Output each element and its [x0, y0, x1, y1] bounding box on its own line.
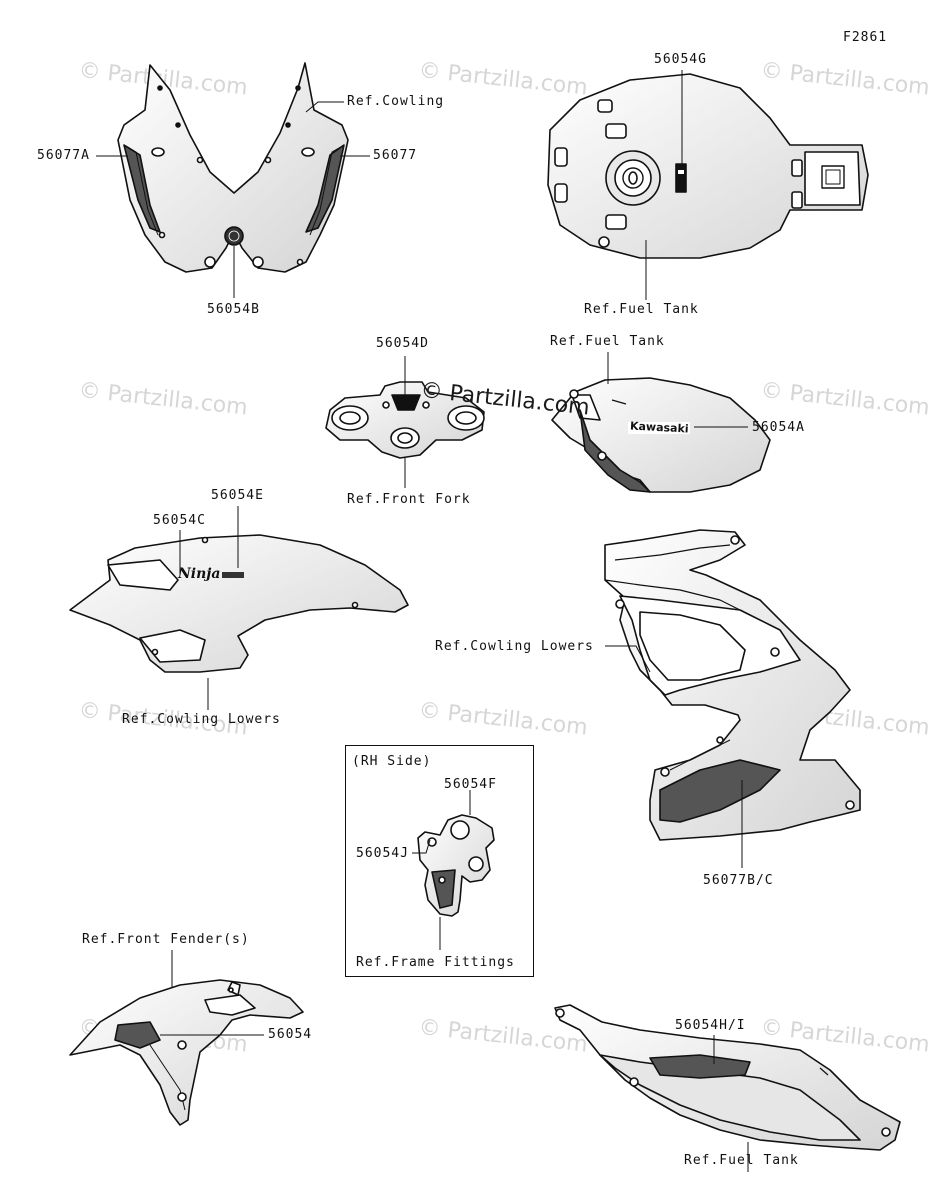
label-56054D: 56054D: [376, 336, 429, 351]
label-56054F: 56054F: [444, 777, 497, 792]
right-cowling-lower: [604, 529, 861, 841]
label-ref-front-fork: Ref.Front Fork: [347, 492, 471, 507]
upper-cowling: [117, 62, 349, 273]
top-triple-clamp: [325, 381, 485, 459]
front-fender: [69, 979, 304, 1126]
tank-side-cover: [554, 1004, 901, 1151]
label-56054H-I: 56054H/I: [675, 1018, 746, 1033]
label-ref-front-fender: Ref.Front Fender(s): [82, 932, 250, 947]
label-56077A: 56077A: [37, 148, 90, 163]
label-ref-fuel-tank-mid: Ref.Fuel Tank: [550, 334, 665, 349]
rh-side-title: (RH Side): [352, 754, 432, 769]
ninja-decal-text: Ninja: [178, 566, 221, 582]
figure-code: F2861: [843, 30, 888, 45]
label-ref-fuel-tank-bottom: Ref.Fuel Tank: [684, 1153, 799, 1168]
label-56077: 56077: [373, 148, 418, 163]
label-56054: 56054: [268, 1027, 313, 1042]
label-ref-cowling-lowers-right: Ref.Cowling Lowers: [435, 639, 594, 654]
label-56054A: 56054A: [752, 420, 805, 435]
label-56054G: 56054G: [654, 52, 707, 67]
frame-fitting: [417, 814, 495, 917]
fuel-tank-side: [551, 377, 771, 493]
label-ref-cowling: Ref.Cowling: [347, 94, 445, 109]
label-ref-cowling-lowers-left: Ref.Cowling Lowers: [122, 712, 281, 727]
ninja-decal-mark: [222, 572, 244, 578]
leader-lines: [96, 70, 749, 1172]
label-56077B-C: 56077B/C: [703, 873, 774, 888]
label-56054J: 56054J: [356, 846, 409, 861]
label-56054B: 56054B: [207, 302, 260, 317]
kawasaki-decal-text: Kawasaki: [629, 419, 689, 436]
label-ref-fuel-tank-top: Ref.Fuel Tank: [584, 302, 699, 317]
label-56054E: 56054E: [211, 488, 264, 503]
fuel-tank-top: [547, 73, 869, 259]
left-cowling-lower: [69, 534, 409, 673]
label-ref-frame-fittings: Ref.Frame Fittings: [356, 955, 515, 970]
rh-side-inset: [345, 745, 534, 977]
label-56054C: 56054C: [153, 513, 206, 528]
